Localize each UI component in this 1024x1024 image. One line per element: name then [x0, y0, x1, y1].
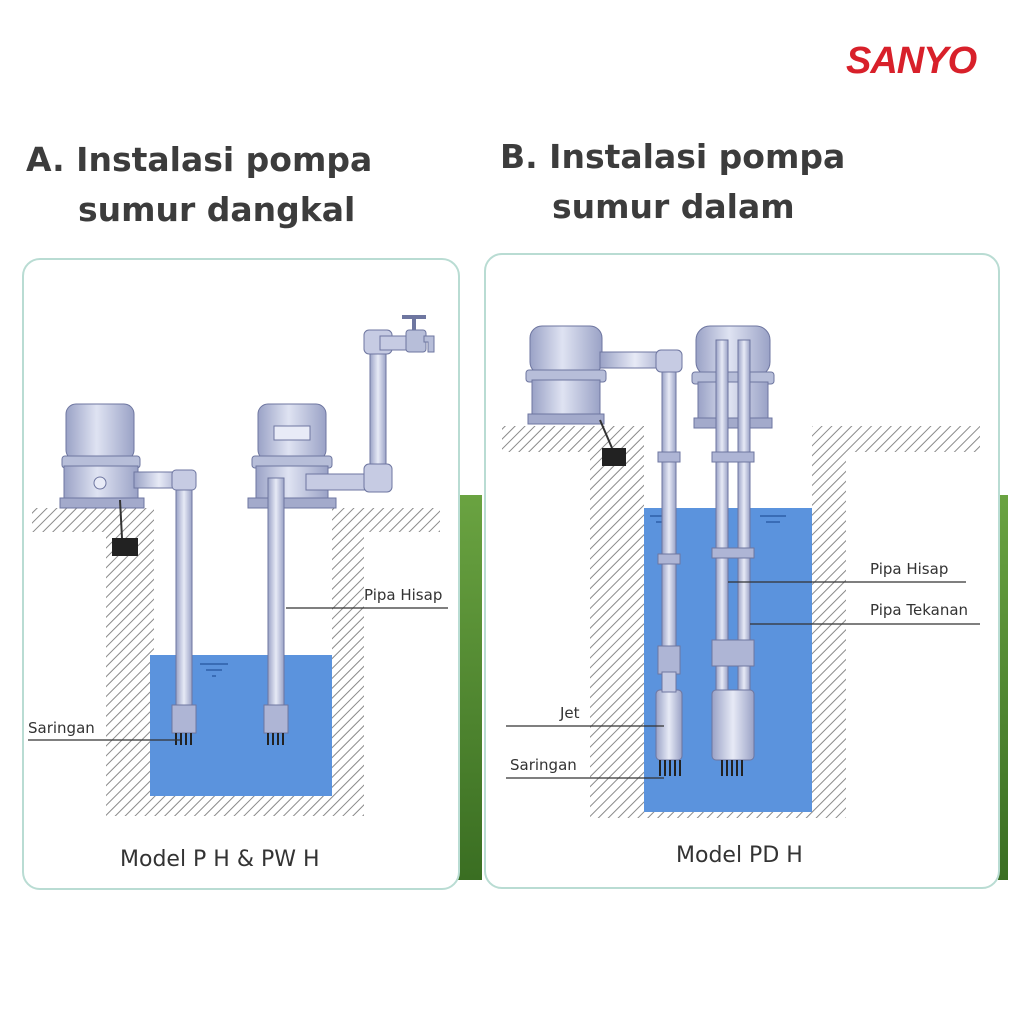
pump-deep-2	[691, 325, 775, 429]
diagram-a: Pipa Hisap Saringan Model P H & PW H	[28, 315, 448, 872]
ground-hatch-a	[32, 508, 440, 816]
strainer-a2	[267, 733, 284, 745]
label-pipa-hisap-a: Pipa Hisap	[364, 586, 442, 604]
label-saringan-a: Saringan	[28, 719, 95, 737]
suction-pipe-a2	[267, 477, 285, 729]
diagram-b: Pipa Hisap Pipa Tekanan Jet Saringan Mod…	[502, 325, 980, 868]
jet-unit-b	[655, 689, 683, 761]
heading-b-line2: sumur dalam	[552, 187, 795, 226]
jet-pipe-b	[661, 359, 677, 651]
faucet-icon	[402, 315, 435, 353]
label-saringan-b: Saringan	[510, 756, 577, 774]
strainer-b1	[659, 760, 681, 776]
suction-pipe-a1	[175, 475, 193, 729]
label-pipa-hisap-b: Pipa Hisap	[870, 560, 948, 578]
sanyo-logo: SANYO	[846, 40, 977, 82]
strainer-b2	[721, 760, 743, 776]
model-label-a: Model P H & PW H	[120, 847, 320, 872]
model-label-b: Model PD H	[676, 843, 803, 868]
ground-hatch-b	[502, 426, 980, 818]
heading-b: B. Instalasi pompa sumur dalam	[500, 132, 845, 232]
heading-a: A. Instalasi pompa sumur dangkal	[26, 135, 372, 235]
jet-unit-b2	[711, 689, 755, 761]
pump-deep-1	[525, 325, 671, 466]
green-edge-strip	[998, 495, 1008, 880]
water-surface-marks-a	[200, 663, 228, 677]
heading-a-line2: sumur dangkal	[78, 190, 356, 229]
green-divider-strip	[458, 495, 482, 880]
discharge-pipe-a	[305, 329, 411, 493]
label-jet-b: Jet	[559, 704, 580, 722]
pump-shallow-2	[247, 403, 337, 509]
strainer-a1	[175, 733, 192, 745]
heading-b-line1: B. Instalasi pompa	[500, 137, 846, 176]
label-pipa-tekanan-b: Pipa Tekanan	[870, 601, 968, 619]
heading-a-line1: A. Instalasi pompa	[26, 140, 373, 179]
pump-shallow-1	[59, 403, 185, 556]
